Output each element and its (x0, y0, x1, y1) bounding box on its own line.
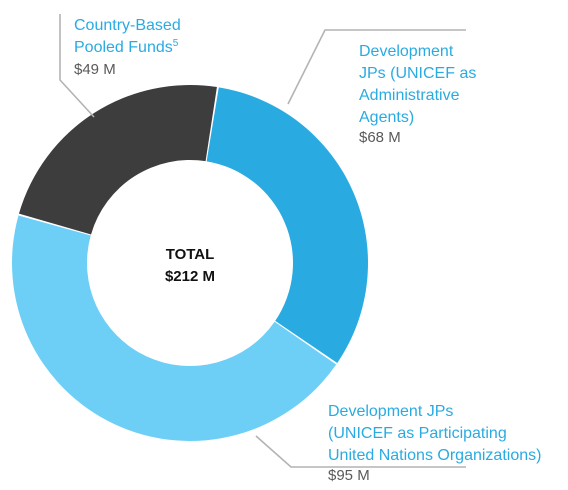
slice-pooled-funds (18, 84, 217, 235)
leader-line (287, 29, 466, 105)
leader-line (255, 435, 466, 468)
slice-label-participating-organizations: Development JPs (UNICEF as Participating… (328, 403, 541, 484)
slice-value: $68 M (359, 129, 401, 146)
footnote-marker: 5 (173, 38, 179, 49)
leader-line (59, 14, 95, 118)
label-line: Administrative (359, 87, 460, 104)
slice-participating-organizations (11, 215, 337, 441)
label-line: JPs (UNICEF as (359, 65, 476, 82)
label-line: Development JPs (328, 403, 453, 420)
label-line: Development (359, 43, 454, 60)
slice-value: $95 M (328, 467, 370, 484)
label-line: Agents) (359, 109, 414, 126)
label-text: Pooled Funds (74, 39, 173, 56)
donut-slices (11, 84, 369, 441)
label-line: Pooled Funds5 (74, 38, 179, 56)
slice-administrative-agents (206, 87, 369, 363)
label-line: (UNICEF as Participating (328, 425, 507, 442)
slice-label-administrative-agents: Development JPs (UNICEF as Administrativ… (359, 43, 476, 146)
center-label-total: $212 M (165, 268, 215, 285)
label-line: United Nations Organizations) (328, 447, 541, 464)
center-label-title: TOTAL (166, 246, 215, 263)
slice-label-pooled-funds: Country-Based Pooled Funds5 $49 M (74, 17, 181, 78)
slice-value: $49 M (74, 61, 116, 78)
leader-lines (59, 14, 466, 468)
label-line: Country-Based (74, 17, 181, 34)
